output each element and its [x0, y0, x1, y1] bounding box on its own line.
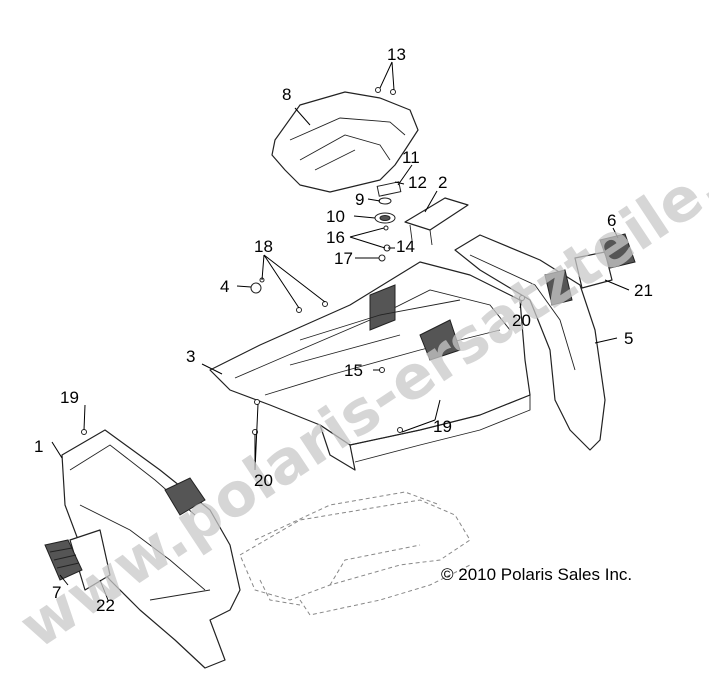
- part-2-bracket: [404, 197, 469, 246]
- part-7-grille: [44, 539, 83, 581]
- callout-11: 11: [402, 148, 420, 167]
- part-5-right-side-panel: [454, 234, 606, 451]
- callout-5: 5: [624, 329, 633, 348]
- callout-20-left: 20: [254, 471, 273, 490]
- callout-17: 17: [334, 249, 353, 268]
- callout-12: 12: [408, 173, 427, 192]
- part-21-pad: [574, 251, 613, 289]
- part-3-cargo-box: [209, 261, 531, 471]
- callout-19-left: 19: [60, 388, 79, 407]
- callout-3: 3: [186, 347, 195, 366]
- part-22-pad: [69, 529, 111, 591]
- callout-22: 22: [96, 596, 115, 615]
- part-1-left-side-panel: [61, 429, 241, 669]
- part-8-deck-plate: [271, 91, 419, 193]
- callout-7: 7: [52, 583, 61, 602]
- callout-1: 1: [34, 437, 43, 456]
- callout-21: 21: [634, 281, 653, 300]
- frame-outline: [239, 491, 471, 616]
- callout-16: 16: [326, 228, 345, 247]
- callout-10: 10: [326, 207, 345, 226]
- copyright-notice: © 2010 Polaris Sales Inc.: [441, 565, 632, 584]
- callout-4: 4: [220, 277, 229, 296]
- callout-18: 18: [254, 237, 273, 256]
- callout-20-right: 20: [512, 311, 531, 330]
- callout-8: 8: [282, 85, 291, 104]
- callout-6: 6: [607, 211, 616, 230]
- leader-lines: [51, 61, 630, 601]
- callout-15: 15: [344, 361, 363, 380]
- callout-13: 13: [387, 45, 406, 64]
- callout-2: 2: [438, 173, 447, 192]
- callout-19-bottom: 19: [433, 417, 452, 436]
- callout-9: 9: [355, 190, 364, 209]
- callout-14: 14: [396, 237, 415, 256]
- callout-labels: 1 2 3 4 5 6 7 8 9 10 11 12 13 14 15 16 1…: [34, 45, 653, 615]
